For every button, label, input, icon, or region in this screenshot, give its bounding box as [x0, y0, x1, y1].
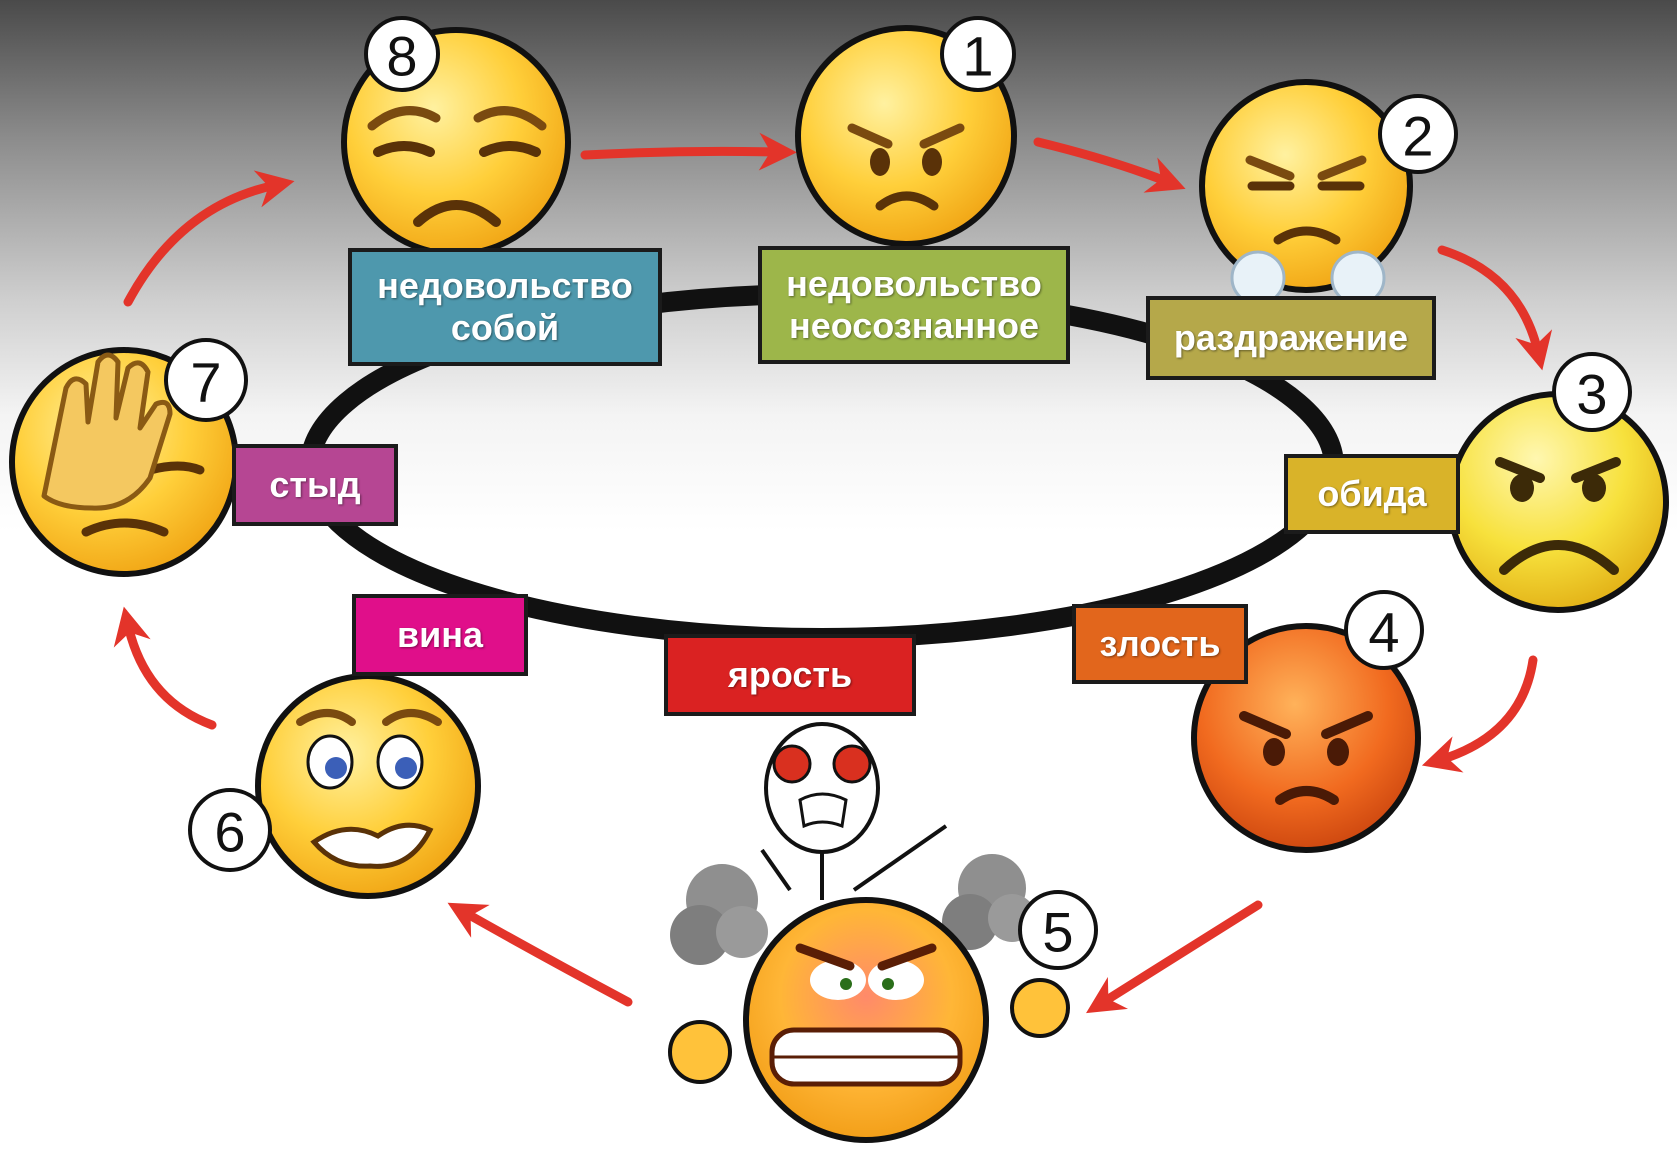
- stage-1-number: 1: [962, 25, 993, 88]
- arrow-8-to-1: [580, 132, 797, 171]
- face-1-frowning-icon: 1: [795, 16, 1017, 247]
- stage-4-number: 4: [1368, 601, 1399, 664]
- stage-5-number: 5: [1042, 901, 1073, 964]
- face-8-displeased-icon: 8: [341, 16, 571, 257]
- stage-6-label: вина: [352, 594, 528, 676]
- stage-7-label: стыд: [232, 444, 398, 526]
- face-5-rage-icon: 5: [668, 722, 1098, 1143]
- stage-7-number: 7: [190, 351, 221, 414]
- arrow-1-to-2: [1033, 137, 1186, 193]
- cycle-arrows: [113, 132, 1553, 1014]
- stage-4-label: злость: [1072, 604, 1248, 684]
- face-7-facepalm-icon: 7: [9, 338, 248, 577]
- stage-8-label: недовольство собой: [348, 248, 662, 366]
- stage-3-label: обида: [1284, 454, 1460, 534]
- stage-3-number: 3: [1576, 363, 1607, 426]
- stage-2-number: 2: [1402, 105, 1433, 168]
- face-4-angry-icon: 4: [1191, 590, 1424, 853]
- face-2-huffing-icon: 2: [1199, 79, 1458, 306]
- face-6-scared-icon: 6: [188, 673, 481, 899]
- arrow-2-to-3: [1437, 245, 1553, 371]
- arrow-7-to-8: [123, 170, 295, 307]
- stage-5-label: ярость: [664, 634, 916, 716]
- arrow-6-to-7: [113, 606, 217, 730]
- arrow-4-to-5: [1086, 900, 1263, 1014]
- stage-2-label: раздражение: [1146, 296, 1436, 380]
- arrow-3-to-4: [1421, 655, 1538, 773]
- arrow-5-to-6: [447, 902, 633, 1007]
- stage-1-label: недовольство неосознанное: [758, 246, 1070, 364]
- face-3-sad-frown-icon: 3: [1447, 352, 1669, 613]
- stage-6-number: 6: [214, 801, 245, 864]
- stage-8-number: 8: [386, 25, 417, 88]
